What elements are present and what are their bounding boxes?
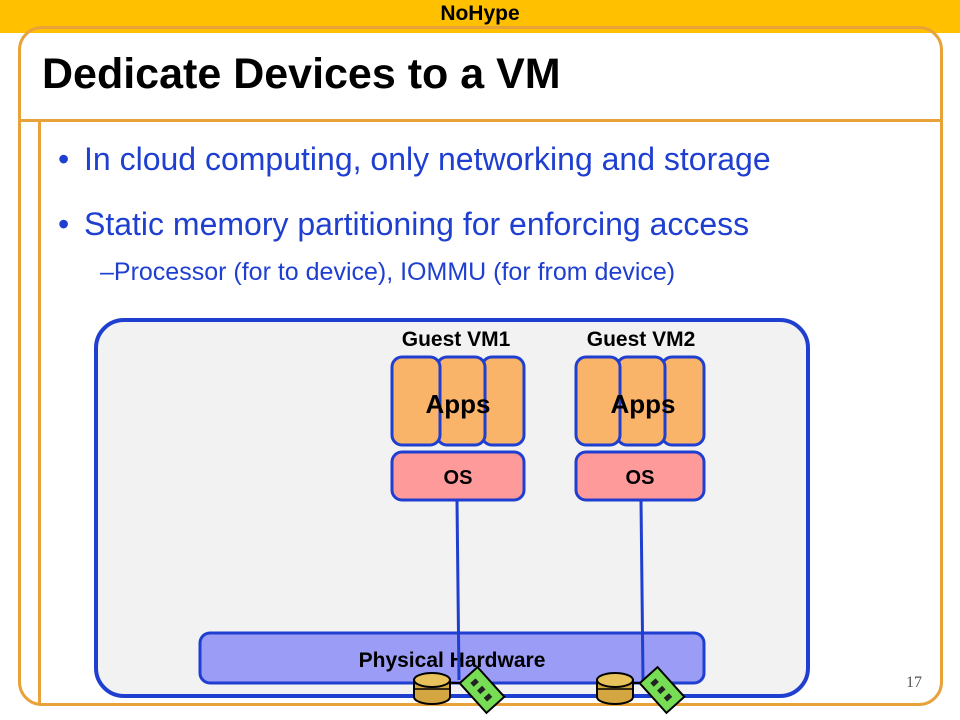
bullet-1-text: In cloud computing, only networking and … <box>84 141 771 177</box>
title-divider <box>18 119 943 122</box>
sub-bullet: –Processor (for to device), IOMMU (for f… <box>100 258 675 287</box>
disk-storage-icon <box>596 672 634 705</box>
header-label: NoHype <box>440 2 520 25</box>
vm1-os-label: OS <box>444 467 473 489</box>
vm2-os-label: OS <box>626 467 655 489</box>
vm2-apps: Apps <box>574 355 706 447</box>
vm1-label: Guest VM1 <box>402 328 511 351</box>
vm2-device-link <box>639 499 645 681</box>
physical-hardware-label: Physical Hardware <box>359 649 546 672</box>
disk-storage-icon <box>413 672 451 705</box>
bullet-2: • Static memory partitioning for enforcin… <box>58 206 749 243</box>
sub-bullet-text: Processor (for to device), IOMMU (for fr… <box>113 258 676 286</box>
bullet-marker: • <box>58 206 70 242</box>
slide-title: Dedicate Devices to a VM <box>42 50 561 98</box>
vm1-apps-label: Apps <box>426 389 491 419</box>
bullet-1: • In cloud computing, only networking and… <box>58 141 771 178</box>
sub-bullet-marker: – <box>100 258 114 286</box>
bullet-2-text: Static memory partitioning for enforcing… <box>84 206 750 242</box>
network-card-icon <box>451 665 506 715</box>
vm1-device-link <box>455 499 461 681</box>
vm2-apps-label: Apps <box>611 389 676 419</box>
vm2-label: Guest VM2 <box>587 328 696 351</box>
page-number: 17 <box>906 674 922 691</box>
left-rule <box>38 119 41 704</box>
vm2-os-box <box>574 450 706 502</box>
vm1-apps: Apps <box>390 355 526 447</box>
network-card-icon <box>631 665 686 715</box>
bullet-marker: • <box>58 141 70 177</box>
